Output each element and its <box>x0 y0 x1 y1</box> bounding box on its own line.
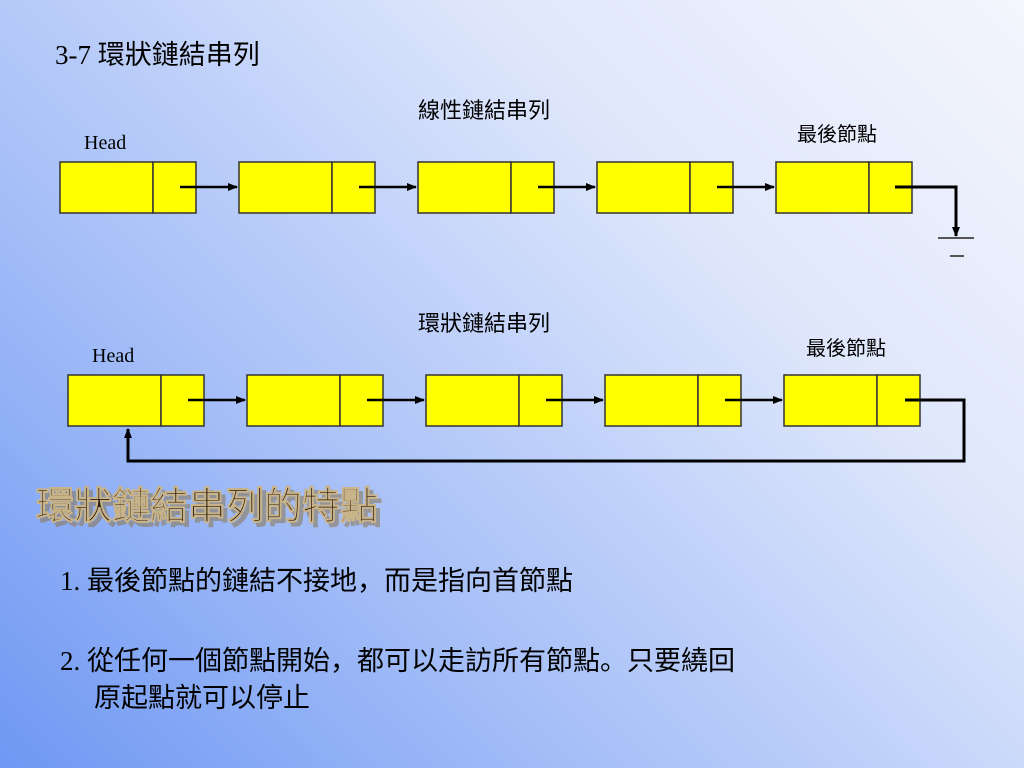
linear-last-node-label: 最後節點 <box>797 123 877 146</box>
list-node <box>417 161 555 214</box>
circular-head-label: Head <box>92 345 134 367</box>
node-data-field <box>425 374 520 427</box>
node-data-field <box>59 161 154 214</box>
node-data-field <box>238 161 333 214</box>
list-node <box>596 161 734 214</box>
list-node <box>425 374 563 427</box>
node-data-field <box>417 161 512 214</box>
circular-list-nodes <box>67 374 921 427</box>
list-node <box>783 374 921 427</box>
node-data-field <box>67 374 162 427</box>
list-node <box>238 161 376 214</box>
node-data-field <box>246 374 341 427</box>
list-node <box>59 161 197 214</box>
circular-last-node-label: 最後節點 <box>806 337 886 360</box>
node-data-field <box>775 161 870 214</box>
list-node <box>67 374 205 427</box>
node-data-field <box>783 374 878 427</box>
null-pointer-arrow <box>895 185 960 237</box>
list-node <box>246 374 384 427</box>
node-data-field <box>596 161 691 214</box>
slide-title: 3-7 環狀鏈結串列 <box>55 40 260 70</box>
linear-head-label: Head <box>84 132 126 154</box>
loop-back-arrow <box>124 398 966 463</box>
circular-list-label: 環狀鏈結串列 <box>418 311 550 336</box>
section-title: 環狀鏈結串列的特點 <box>36 483 378 528</box>
node-data-field <box>604 374 699 427</box>
linear-list-nodes <box>59 161 913 214</box>
list-node <box>604 374 742 427</box>
point-2-continued: 原起點就可以停止 <box>94 683 310 713</box>
linear-list-label: 線性鏈結串列 <box>418 98 550 123</box>
point-1: 1. 最後節點的鏈結不接地，而是指向首節點 <box>60 566 573 596</box>
list-node <box>775 161 913 214</box>
point-2: 2. 從任何一個節點開始，都可以走訪所有節點。只要繞回 <box>60 646 735 676</box>
